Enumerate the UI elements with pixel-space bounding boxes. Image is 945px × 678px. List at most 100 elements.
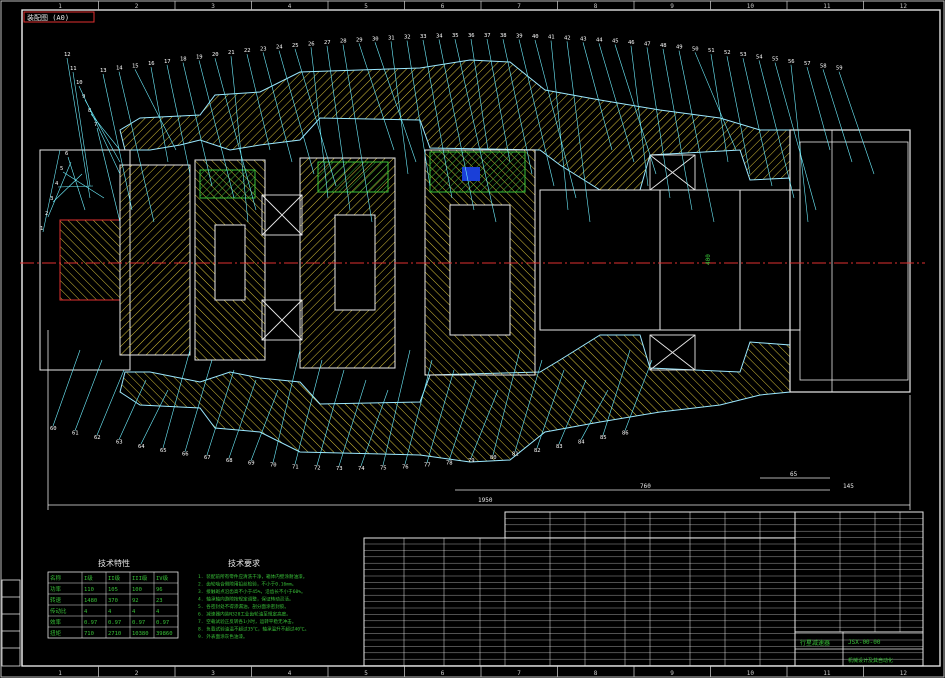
leader-line bbox=[310, 47, 329, 199]
leader-line bbox=[52, 173, 83, 203]
window-tab[interactable]: 装配图 (A0) bbox=[23, 11, 95, 23]
leader-line bbox=[67, 156, 86, 211]
leader-line bbox=[72, 71, 91, 187]
leader-line bbox=[342, 44, 373, 223]
dim-d1: 760 bbox=[640, 483, 651, 490]
spec-table-cell: 105 bbox=[108, 587, 118, 593]
part-balloon-label: 24 bbox=[276, 45, 283, 51]
frame-column-label: 1 bbox=[58, 3, 62, 10]
part-balloon-label: 30 bbox=[372, 36, 379, 42]
leader-line bbox=[454, 39, 497, 223]
spec-table-cell: 10380 bbox=[132, 631, 149, 637]
part-balloon-label: 55 bbox=[772, 57, 779, 63]
part-balloon-label: 33 bbox=[420, 34, 427, 40]
frame-column-label: 10 bbox=[747, 670, 755, 677]
leader-line bbox=[598, 43, 635, 163]
spec-table-cell: 710 bbox=[84, 631, 94, 637]
leader-line bbox=[184, 359, 213, 452]
leader-line bbox=[382, 349, 411, 466]
selected-entity-marker[interactable] bbox=[462, 167, 480, 181]
part-balloon-label: 58 bbox=[820, 63, 827, 69]
leader-line bbox=[246, 54, 271, 151]
leader-line bbox=[422, 39, 453, 199]
leader-line bbox=[118, 379, 147, 440]
leader-line bbox=[742, 58, 773, 187]
part-balloon-label: 44 bbox=[596, 37, 603, 43]
part-balloon-label: 64 bbox=[138, 444, 145, 450]
part-balloon-label: 20 bbox=[212, 52, 219, 58]
part-balloon-label: 11 bbox=[70, 66, 77, 72]
part-balloon-label: 23 bbox=[260, 46, 267, 52]
part-balloon-label: 62 bbox=[94, 435, 101, 441]
leader-line bbox=[358, 43, 395, 151]
part-balloon-label: 77 bbox=[424, 463, 431, 469]
frame-column-label: 11 bbox=[823, 670, 831, 677]
part-balloon-label: 19 bbox=[196, 54, 203, 60]
part-balloon-label: 15 bbox=[132, 63, 139, 69]
tech-req-line: 2. 齿轮啮合侧隙用铅丝检验，不小于0.16mm。 bbox=[198, 581, 296, 588]
leader-line bbox=[514, 359, 543, 452]
part-balloon-label: 25 bbox=[292, 43, 299, 49]
spec-table-cell: II级 bbox=[108, 574, 121, 582]
part-balloon-label: 27 bbox=[324, 40, 331, 46]
dim-d3: 400 bbox=[705, 254, 712, 265]
part-balloon-label: 54 bbox=[756, 54, 763, 60]
part-balloon-label: 37 bbox=[484, 33, 491, 39]
frame-column-label: 11 bbox=[823, 3, 831, 10]
spec-table-cell: 92 bbox=[132, 598, 139, 604]
part-balloon-label: 63 bbox=[116, 440, 123, 446]
spec-table-cell: 扭矩 bbox=[50, 629, 62, 637]
leader-line bbox=[134, 69, 177, 151]
leader-line bbox=[42, 149, 61, 233]
leader-line bbox=[550, 40, 569, 211]
leader-line bbox=[822, 69, 853, 163]
leader-line bbox=[426, 369, 455, 463]
leader-line bbox=[630, 45, 649, 187]
part-balloon-label: 3 bbox=[50, 196, 53, 202]
part-balloon-label: 67 bbox=[204, 455, 211, 461]
part-balloon-label: 1 bbox=[40, 226, 43, 232]
tech-req-line: 9. 外表面涂灰色油漆。 bbox=[198, 633, 248, 640]
part-balloon-label: 81 bbox=[512, 452, 519, 458]
spec-table-cell: 23 bbox=[156, 598, 163, 604]
spec-table-cell: IV级 bbox=[156, 574, 169, 582]
frame-column-label: 1 bbox=[58, 670, 62, 677]
spec-table-cell: 0.97 bbox=[84, 620, 97, 626]
frame-column-label: 8 bbox=[594, 670, 598, 677]
leader-line bbox=[214, 58, 257, 211]
leader-line bbox=[710, 54, 729, 163]
leader-line bbox=[166, 64, 191, 175]
part-balloon-label: 59 bbox=[836, 66, 843, 72]
leader-line bbox=[806, 66, 831, 151]
part-balloon-label: 22 bbox=[244, 48, 251, 54]
leader-line bbox=[726, 56, 751, 175]
leader-line bbox=[262, 52, 293, 163]
tech-req-line: 1. 装配前所有零件应清洗干净，箱体内壁涂耐油漆。 bbox=[198, 573, 307, 580]
frame-column-label: 5 bbox=[364, 670, 368, 677]
spec-table-cell: 0.97 bbox=[132, 620, 145, 626]
part-balloon-label: 47 bbox=[644, 41, 651, 47]
part-balloon-label: 36 bbox=[468, 33, 475, 39]
part-balloon-label: 78 bbox=[446, 461, 453, 467]
leader-line bbox=[502, 39, 533, 175]
leader-line bbox=[52, 349, 81, 427]
part-balloon-label: 74 bbox=[358, 466, 365, 472]
frame-column-label: 7 bbox=[517, 670, 521, 677]
part-balloon-label: 13 bbox=[100, 68, 107, 74]
part-balloon-label: 80 bbox=[490, 455, 497, 461]
part-balloon-label: 43 bbox=[580, 36, 587, 42]
leader-line bbox=[182, 62, 213, 187]
part-balloon-label: 60 bbox=[50, 426, 57, 432]
part-balloon-label: 31 bbox=[388, 35, 395, 41]
part-balloon-label: 34 bbox=[436, 33, 443, 39]
part-balloon-label: 56 bbox=[788, 59, 795, 65]
leader-line bbox=[250, 389, 279, 461]
leader-line bbox=[47, 161, 72, 218]
part-balloon-label: 50 bbox=[692, 46, 699, 52]
tech-req-line: 6. 减速器内装N320工业齿轮油至规定高度。 bbox=[198, 611, 291, 618]
frame-column-label: 12 bbox=[900, 3, 908, 10]
leader-line bbox=[580, 389, 609, 440]
